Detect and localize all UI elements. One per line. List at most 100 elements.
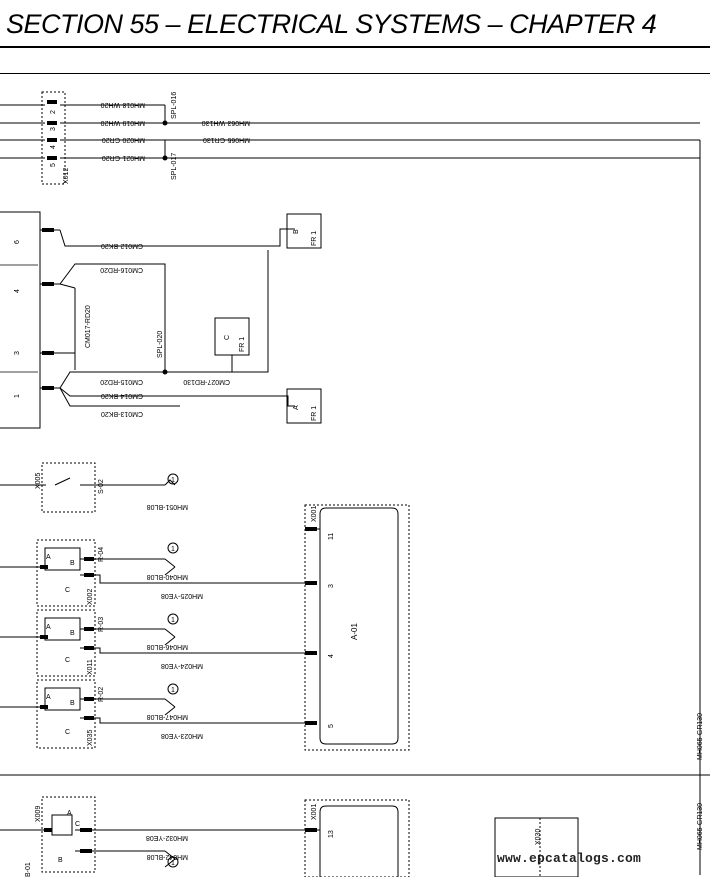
pin-label: 5 <box>328 724 335 728</box>
wire-label: CM013-BK20 <box>101 410 143 417</box>
ground-label: 1 <box>171 687 175 694</box>
connector-label-x012: X012 <box>63 168 70 184</box>
ground-label: 1 <box>171 477 175 484</box>
sensor-pin-a: A <box>46 694 51 701</box>
wire-line <box>164 698 176 708</box>
frame-ref-box <box>286 388 322 424</box>
wire-line <box>59 387 180 407</box>
wire-label: MH065-GR130 <box>697 713 704 760</box>
frame-ref-box <box>286 213 322 249</box>
wire-line <box>59 228 295 247</box>
frame-ref-box <box>214 317 250 356</box>
ground-circle <box>167 613 179 625</box>
splice-label: SPL-017 <box>171 153 178 180</box>
wire-line <box>59 263 166 370</box>
switch-blade <box>54 477 71 486</box>
wire-line <box>80 647 315 654</box>
switch-s02-outline <box>41 462 96 513</box>
pin <box>305 721 317 725</box>
pin <box>44 828 52 832</box>
splice-dot <box>162 155 168 161</box>
wire-label: MH023-YE08 <box>161 732 203 739</box>
pin <box>84 573 94 577</box>
pin <box>42 386 54 390</box>
pin <box>47 121 57 125</box>
component-label-r04: R-04 <box>98 547 105 562</box>
pin-label: 3 <box>328 584 335 588</box>
ground-label: 1 <box>171 546 175 553</box>
sensor-b01-body <box>51 814 73 836</box>
wire-label: MH020-GR20 <box>102 136 145 143</box>
wire-line <box>164 479 176 486</box>
component-label-s02: S-02 <box>98 479 105 494</box>
wire-line <box>164 558 176 568</box>
wire-line <box>164 628 176 638</box>
pin <box>84 557 94 561</box>
pin-label: 1 <box>14 394 21 398</box>
wire-label: CM017-RD20 <box>85 305 92 348</box>
pin <box>80 828 92 832</box>
sensor-pin-c: C <box>75 821 80 828</box>
wire-label: CM015-RD20 <box>100 378 143 385</box>
wire-line <box>165 355 233 373</box>
pin <box>40 565 48 569</box>
sensor-pin-c: C <box>65 657 70 664</box>
wire-label: MH051-BL08 <box>147 503 188 510</box>
pin <box>305 828 317 832</box>
wire-line <box>164 706 176 716</box>
pin <box>40 635 48 639</box>
pin-label: 6 <box>14 240 21 244</box>
connector-x030 <box>494 817 579 877</box>
pin <box>305 527 317 531</box>
wire-label: MH046-BL08 <box>147 643 188 650</box>
sensor-pin-a: A <box>46 624 51 631</box>
pin <box>40 705 48 709</box>
connector-label-x011: X011 <box>87 659 94 675</box>
pin <box>305 581 317 585</box>
connector-x012 <box>41 91 66 185</box>
wire-label: CM012-BK20 <box>101 242 143 249</box>
frame-ref-frame: FR 1 <box>311 231 318 246</box>
component-label-r03: R-03 <box>98 617 105 632</box>
pin-label: 2 <box>50 110 57 114</box>
sensor-r03-outline <box>36 609 96 677</box>
wire-label: MH065-GR130 <box>697 803 704 850</box>
frame-ref-frame: FR 1 <box>239 337 246 352</box>
pin-label: 4 <box>14 289 21 293</box>
pin <box>84 646 94 650</box>
wire-label: MH018-WH20 <box>101 101 145 108</box>
wire-label: MH025-YE08 <box>161 592 203 599</box>
sensor-pin-c: C <box>65 729 70 736</box>
wire-label: MH065-GR130 <box>203 136 250 143</box>
wire-line <box>164 566 176 576</box>
wire-line <box>59 283 76 289</box>
connector-label-x001: X001 <box>311 506 318 522</box>
component-label-a01: A-01 <box>350 623 359 640</box>
component-label-b01: B-01 <box>25 862 32 877</box>
page-header: SECTION 55 – ELECTRICAL SYSTEMS – CHAPTE… <box>0 0 710 48</box>
pin-label: 3 <box>50 127 57 131</box>
wire-label: CM016-RD20 <box>100 266 143 273</box>
ground-label: 1 <box>171 617 175 624</box>
connector-label-x002: X002 <box>87 589 94 605</box>
pin <box>80 849 92 853</box>
module-a01 <box>319 507 399 745</box>
sensor-pin-b: B <box>70 700 75 707</box>
splice-dot <box>162 120 168 126</box>
ground-circle <box>167 542 179 554</box>
connector-x001 <box>304 504 410 751</box>
pin <box>47 100 57 104</box>
pin <box>47 156 57 160</box>
splice-label: SPL-020 <box>157 331 164 358</box>
wire-line <box>59 387 295 407</box>
connector-label-x005: X005 <box>35 473 42 489</box>
sensor-pin-b: B <box>58 857 63 864</box>
page-title: SECTION 55 – ELECTRICAL SYSTEMS – CHAPTE… <box>6 9 657 39</box>
pin <box>42 228 54 232</box>
wire-label: MH019-WH20 <box>101 119 145 126</box>
wire-label: MH047-BL08 <box>147 713 188 720</box>
module-block <box>0 211 41 429</box>
frame-ref-letter: C <box>224 335 231 340</box>
watermark-text: www.epcatalogs.com <box>497 851 642 866</box>
